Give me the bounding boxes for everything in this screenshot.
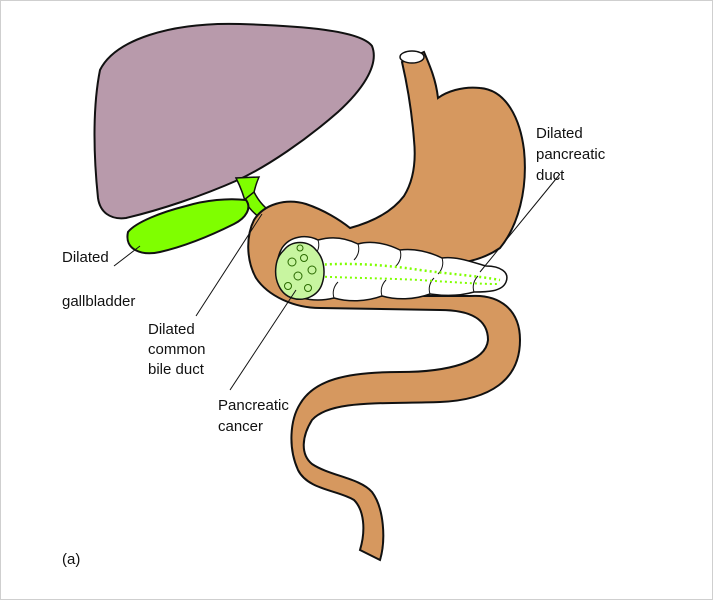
label-dilated-pancreatic-duct: Dilated pancreatic duct — [536, 125, 609, 184]
leader-bile-duct — [195, 213, 263, 317]
leader-gallbladder — [113, 245, 141, 267]
label-pancreatic-cancer: Pancreatic cancer — [218, 397, 293, 435]
label-dilated-gallbladder: Dilated gallbladder — [62, 249, 135, 310]
leader-pancreatic-duct — [479, 173, 561, 273]
label-dilated-common-bile-duct: Dilated common bile duct — [148, 321, 210, 378]
panel-label: (a) — [62, 551, 80, 568]
tumour-texture — [284, 244, 317, 292]
leader-lines — [113, 173, 561, 391]
pancreatic-cancer-mass — [274, 241, 325, 300]
pancreatic-duct-branch — [309, 275, 499, 285]
dilated-pancreatic-duct — [309, 262, 501, 282]
stomach-and-duodenum — [247, 50, 526, 562]
liver — [93, 22, 375, 220]
pancreas-lobules — [313, 239, 479, 299]
leader-pancreatic-cancer — [229, 289, 297, 391]
oesophagus-opening — [399, 50, 425, 64]
dilated-gallbladder — [126, 198, 250, 255]
